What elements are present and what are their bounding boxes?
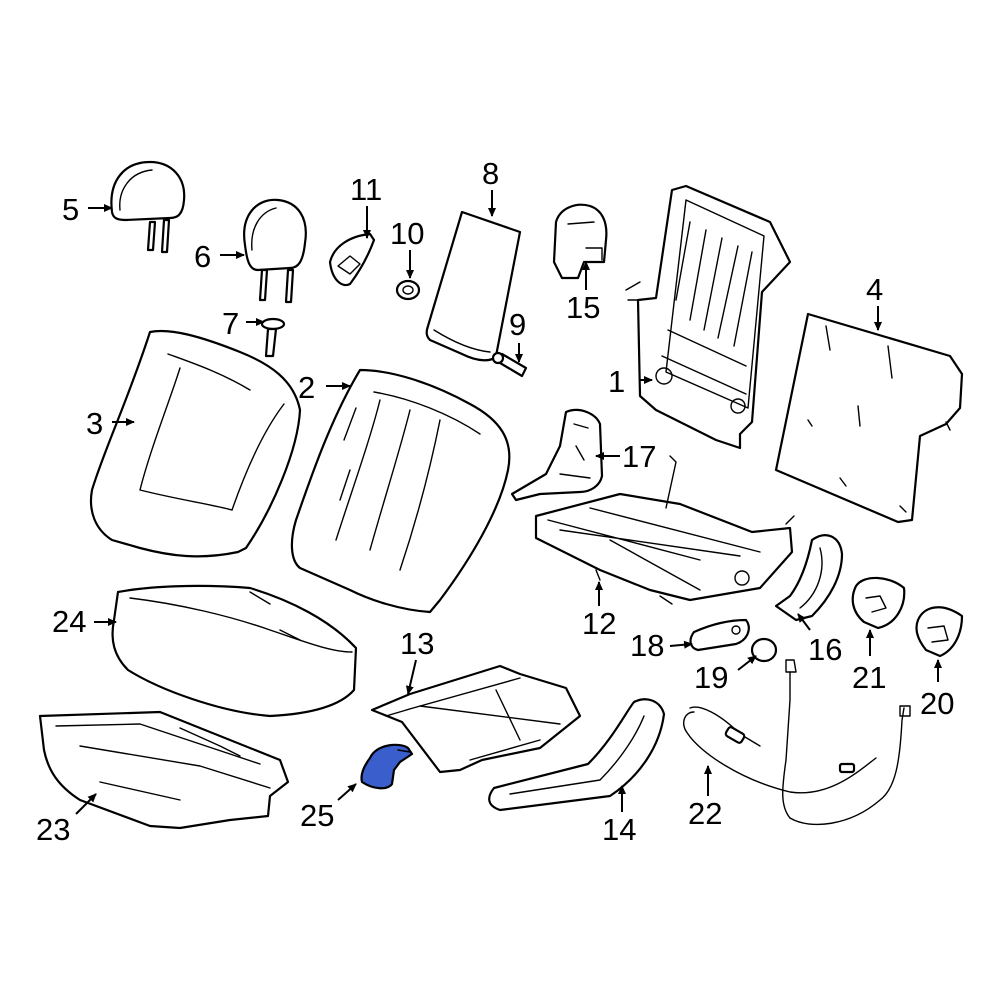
callout-12: 12	[582, 606, 616, 641]
part-18-handle[interactable]	[689, 618, 750, 652]
callout-19: 19	[694, 660, 728, 695]
callout-10: 10	[390, 216, 424, 251]
part-7-headrest-guide[interactable]	[260, 317, 286, 358]
callout-24: 24	[52, 604, 86, 639]
callout-3: 3	[86, 406, 103, 441]
part-5-headrest[interactable]	[110, 160, 186, 254]
callout-1: 1	[608, 364, 625, 399]
part-4-back-board[interactable]	[774, 312, 964, 524]
part-15-cover[interactable]	[552, 203, 608, 280]
callout-16: 16	[808, 632, 842, 667]
part-16-cover[interactable]	[774, 534, 844, 622]
part-13-seat-track[interactable]	[370, 664, 582, 774]
part-25-bracket[interactable]	[360, 743, 414, 790]
callout-13: 13	[400, 626, 434, 661]
part-24-seat-cushion[interactable]	[111, 584, 358, 718]
part-21-cover[interactable]	[851, 576, 906, 630]
part-2-back-cushion[interactable]	[290, 368, 511, 614]
part-22-cable[interactable]	[683, 659, 911, 826]
callout-4: 4	[866, 272, 883, 307]
callout-18: 18	[630, 628, 664, 663]
part-9-bolt[interactable]	[491, 351, 528, 378]
callout-6: 6	[194, 239, 211, 274]
part-12-seat-frame[interactable]	[534, 455, 795, 605]
callout-21: 21	[852, 660, 886, 695]
leader-lines	[75, 190, 942, 815]
callout-2: 2	[298, 370, 315, 405]
callout-20: 20	[920, 686, 954, 721]
part-10-bushing[interactable]	[395, 279, 421, 301]
callout-8: 8	[482, 156, 499, 191]
part-25-highlight-fill	[360, 743, 414, 790]
callout-11: 11	[350, 172, 382, 207]
part-20-cover[interactable]	[915, 606, 964, 658]
part-19-cap[interactable]	[750, 637, 778, 663]
part-14-side-cover[interactable]	[488, 698, 666, 812]
part-23-cushion-pad[interactable]	[38, 710, 290, 830]
part-3-back-cover[interactable]	[89, 329, 302, 558]
part-1-back-frame[interactable]	[625, 184, 792, 450]
callout-9: 9	[509, 307, 526, 342]
part-8-back-board[interactable]	[425, 210, 522, 362]
callout-15: 15	[566, 290, 600, 325]
part-6-headrest[interactable]	[243, 198, 307, 304]
part-11-cover[interactable]	[328, 232, 376, 287]
callout-labels: 1 2 3 4 5 6 7 8 9 10 11 12 13 14 15 16 1…	[36, 156, 954, 847]
callout-22: 22	[688, 796, 722, 831]
callout-17: 17	[622, 439, 656, 474]
callout-23: 23	[36, 812, 70, 847]
callout-25: 25	[300, 798, 334, 833]
callout-7: 7	[222, 306, 239, 341]
part-17-side-cover[interactable]	[510, 408, 604, 502]
callout-5: 5	[62, 192, 79, 227]
callout-14: 14	[602, 812, 636, 847]
